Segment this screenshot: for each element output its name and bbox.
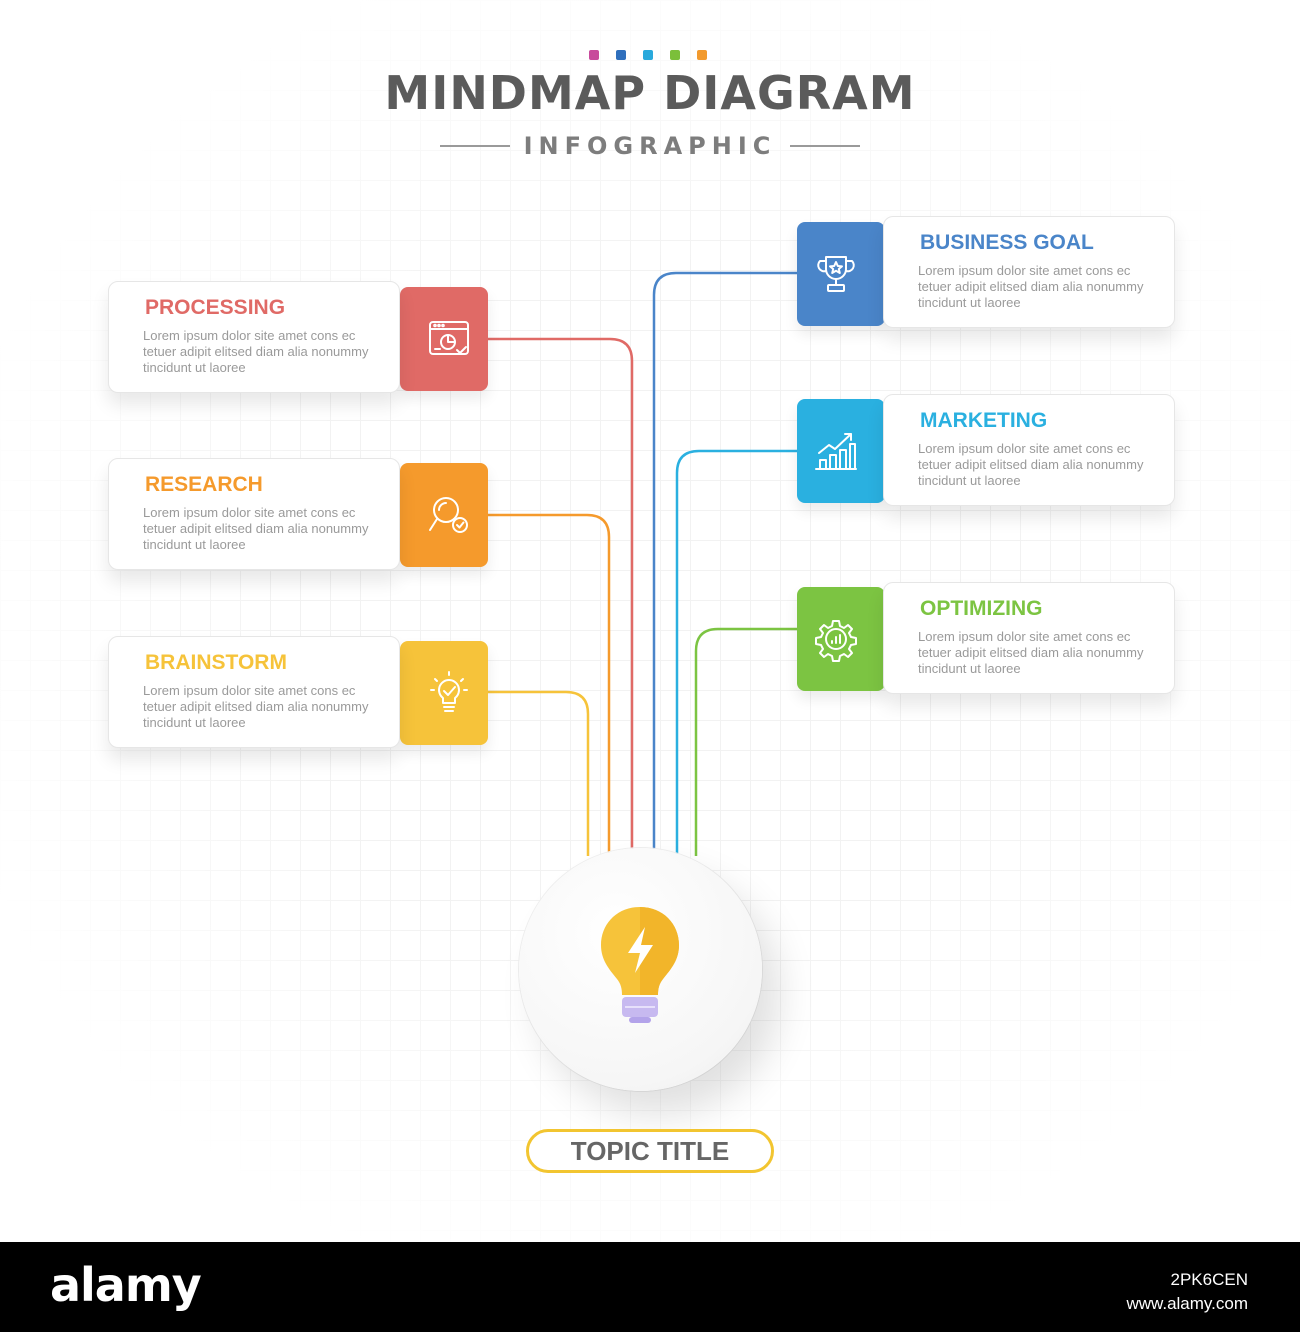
divider [789, 145, 860, 147]
connector-optimizing [694, 627, 798, 856]
page-title: MINDMAP DIAGRAM [384, 66, 916, 120]
image-id: 2PK6CEN [1170, 1270, 1248, 1289]
business-goal-icon-box [797, 222, 885, 326]
topic-title: TOPIC TITLE [526, 1129, 774, 1173]
node-description: Lorem ipsum dolor site amet cons ec tetu… [143, 683, 369, 730]
node-title: MARKETING [920, 409, 1048, 432]
color-dot [589, 50, 599, 60]
node-title: PROCESSING [145, 296, 286, 319]
color-dot [643, 50, 653, 60]
node-card-marketing: MARKETING Lorem ipsum dolor site amet co… [883, 394, 1175, 506]
connector-research [488, 513, 611, 856]
connector-business-goal [652, 271, 798, 856]
marketing-icon-box [797, 399, 885, 503]
color-dot [670, 50, 680, 60]
brainstorm-icon-box [400, 641, 488, 745]
trophy-icon [817, 256, 855, 292]
node-description: Lorem ipsum dolor site amet cons ec tetu… [918, 441, 1144, 488]
node-description: Lorem ipsum dolor site amet cons ec tetu… [918, 629, 1144, 676]
growth-chart-icon [815, 433, 857, 470]
connector-brainstorm [488, 690, 590, 856]
node-description: Lorem ipsum dolor site amet cons ec tetu… [143, 328, 369, 375]
brand-logo: alamy [50, 1258, 202, 1312]
node-card-business-goal: BUSINESS GOAL Lorem ipsum dolor site ame… [883, 216, 1175, 328]
node-card-processing: PROCESSING Lorem ipsum dolor site amet c… [108, 281, 400, 393]
node-title: BRAINSTORM [145, 651, 287, 674]
node-title: OPTIMIZING [920, 597, 1043, 620]
node-card-research: RESEARCH Lorem ipsum dolor site amet con… [108, 458, 400, 570]
footer-bar: alamy 2PK6CEN www.alamy.com [0, 1242, 1300, 1332]
research-icon-box [400, 463, 488, 567]
node-card-optimizing: OPTIMIZING Lorem ipsum dolor site amet c… [883, 582, 1175, 694]
site-url: www.alamy.com [1126, 1294, 1248, 1313]
node-description: Lorem ipsum dolor site amet cons ec tetu… [918, 263, 1144, 310]
processing-icon-box [400, 287, 488, 391]
node-card-brainstorm: BRAINSTORM Lorem ipsum dolor site amet c… [108, 636, 400, 748]
subtitle-row: INFOGRAPHIC [440, 132, 860, 160]
color-dot [616, 50, 626, 60]
connector-lines [488, 271, 798, 856]
lightning-bulb-icon [601, 907, 679, 1023]
gear-chart-icon [815, 620, 857, 662]
divider [440, 145, 510, 147]
color-dot [697, 50, 707, 60]
central-topic-circle [519, 848, 762, 1091]
connector-processing [488, 337, 634, 856]
optimizing-icon-box [797, 587, 885, 691]
node-description: Lorem ipsum dolor site amet cons ec tetu… [143, 505, 369, 552]
connector-marketing [675, 449, 798, 856]
magnifier-check-icon [429, 497, 468, 533]
page-subtitle: INFOGRAPHIC [523, 132, 777, 160]
node-title: BUSINESS GOAL [920, 231, 1094, 254]
node-title: RESEARCH [145, 473, 263, 496]
lightbulb-check-icon [430, 671, 468, 712]
browser-chart-icon [429, 321, 469, 355]
color-dots [589, 50, 707, 60]
